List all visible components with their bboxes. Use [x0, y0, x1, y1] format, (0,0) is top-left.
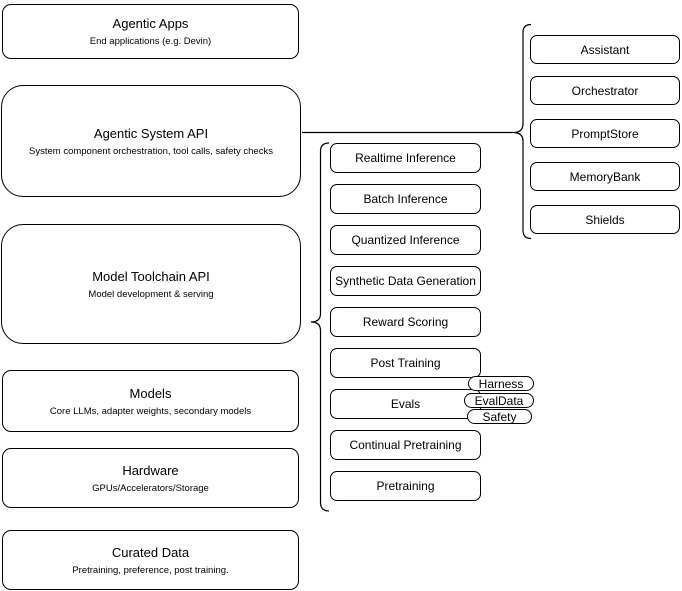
node-batch-inference: Batch Inference: [330, 184, 481, 214]
node-label: Orchestrator: [571, 83, 639, 98]
node-label: Shields: [585, 212, 625, 227]
node-promptstore: PromptStore: [530, 119, 680, 148]
tag-label: Harness: [478, 376, 524, 391]
node-post-training: Post Training: [330, 348, 481, 378]
node-title: Hardware: [122, 462, 179, 478]
node-subtitle: Core LLMs, adapter weights, secondary mo…: [49, 405, 252, 417]
tag-label: Safety: [482, 409, 517, 424]
tag-harness: Harness: [468, 376, 534, 391]
node-shields: Shields: [530, 205, 680, 234]
node-title: Agentic Apps: [112, 16, 189, 31]
node-hardware: Hardware GPUs/Accelerators/Storage: [2, 448, 299, 508]
node-evals: Evals: [330, 389, 481, 419]
node-reward-scoring: Reward Scoring: [330, 307, 481, 337]
node-label: Synthetic Data Generation: [335, 274, 476, 288]
node-subtitle: Pretraining, preference, post training.: [72, 564, 229, 576]
node-subtitle: Model development & serving: [88, 288, 214, 300]
node-pretraining: Pretraining: [330, 471, 481, 501]
node-models: Models Core LLMs, adapter weights, secon…: [2, 370, 299, 432]
node-title: Curated Data: [111, 544, 190, 560]
node-model-toolchain-api: Model Toolchain API Model development & …: [1, 224, 301, 344]
node-subtitle: System component orchestration, tool cal…: [29, 145, 273, 157]
node-label: Continual Pretraining: [349, 438, 462, 452]
node-label: Quantized Inference: [351, 233, 460, 247]
node-label: Reward Scoring: [362, 315, 449, 329]
node-quantized-inference: Quantized Inference: [330, 225, 481, 255]
node-subtitle: GPUs/Accelerators/Storage: [92, 482, 209, 494]
node-subtitle: End applications (e.g. Devin): [89, 36, 212, 47]
node-label: Evals: [390, 397, 421, 411]
node-agentic-apps: Agentic Apps End applications (e.g. Devi…: [2, 4, 299, 59]
node-memorybank: MemoryBank: [530, 162, 680, 191]
tag-safety: Safety: [467, 409, 532, 424]
node-synthetic-data-generation: Synthetic Data Generation: [330, 266, 481, 296]
brace-system-components: [512, 23, 532, 240]
node-realtime-inference: Realtime Inference: [330, 143, 481, 173]
node-title: Agentic System API: [93, 125, 209, 141]
tag-label: EvalData: [474, 393, 524, 408]
node-label: PromptStore: [571, 126, 639, 141]
node-label: MemoryBank: [569, 169, 641, 184]
node-agentic-system-api: Agentic System API System component orch…: [1, 85, 301, 197]
node-continual-pretraining: Continual Pretraining: [330, 430, 481, 460]
node-title: Model Toolchain API: [92, 268, 210, 284]
tag-evaldata: EvalData: [464, 393, 534, 408]
node-curated-data: Curated Data Pretraining, preference, po…: [2, 530, 299, 590]
node-assistant: Assistant: [530, 35, 680, 64]
node-title: Models: [129, 385, 172, 401]
node-label: Batch Inference: [363, 192, 448, 206]
node-label: Assistant: [580, 42, 630, 57]
node-label: Realtime Inference: [355, 151, 456, 165]
node-label: Pretraining: [376, 479, 435, 493]
node-label: Post Training: [370, 356, 441, 370]
node-orchestrator: Orchestrator: [530, 76, 680, 105]
brace-toolchain: [310, 142, 330, 512]
